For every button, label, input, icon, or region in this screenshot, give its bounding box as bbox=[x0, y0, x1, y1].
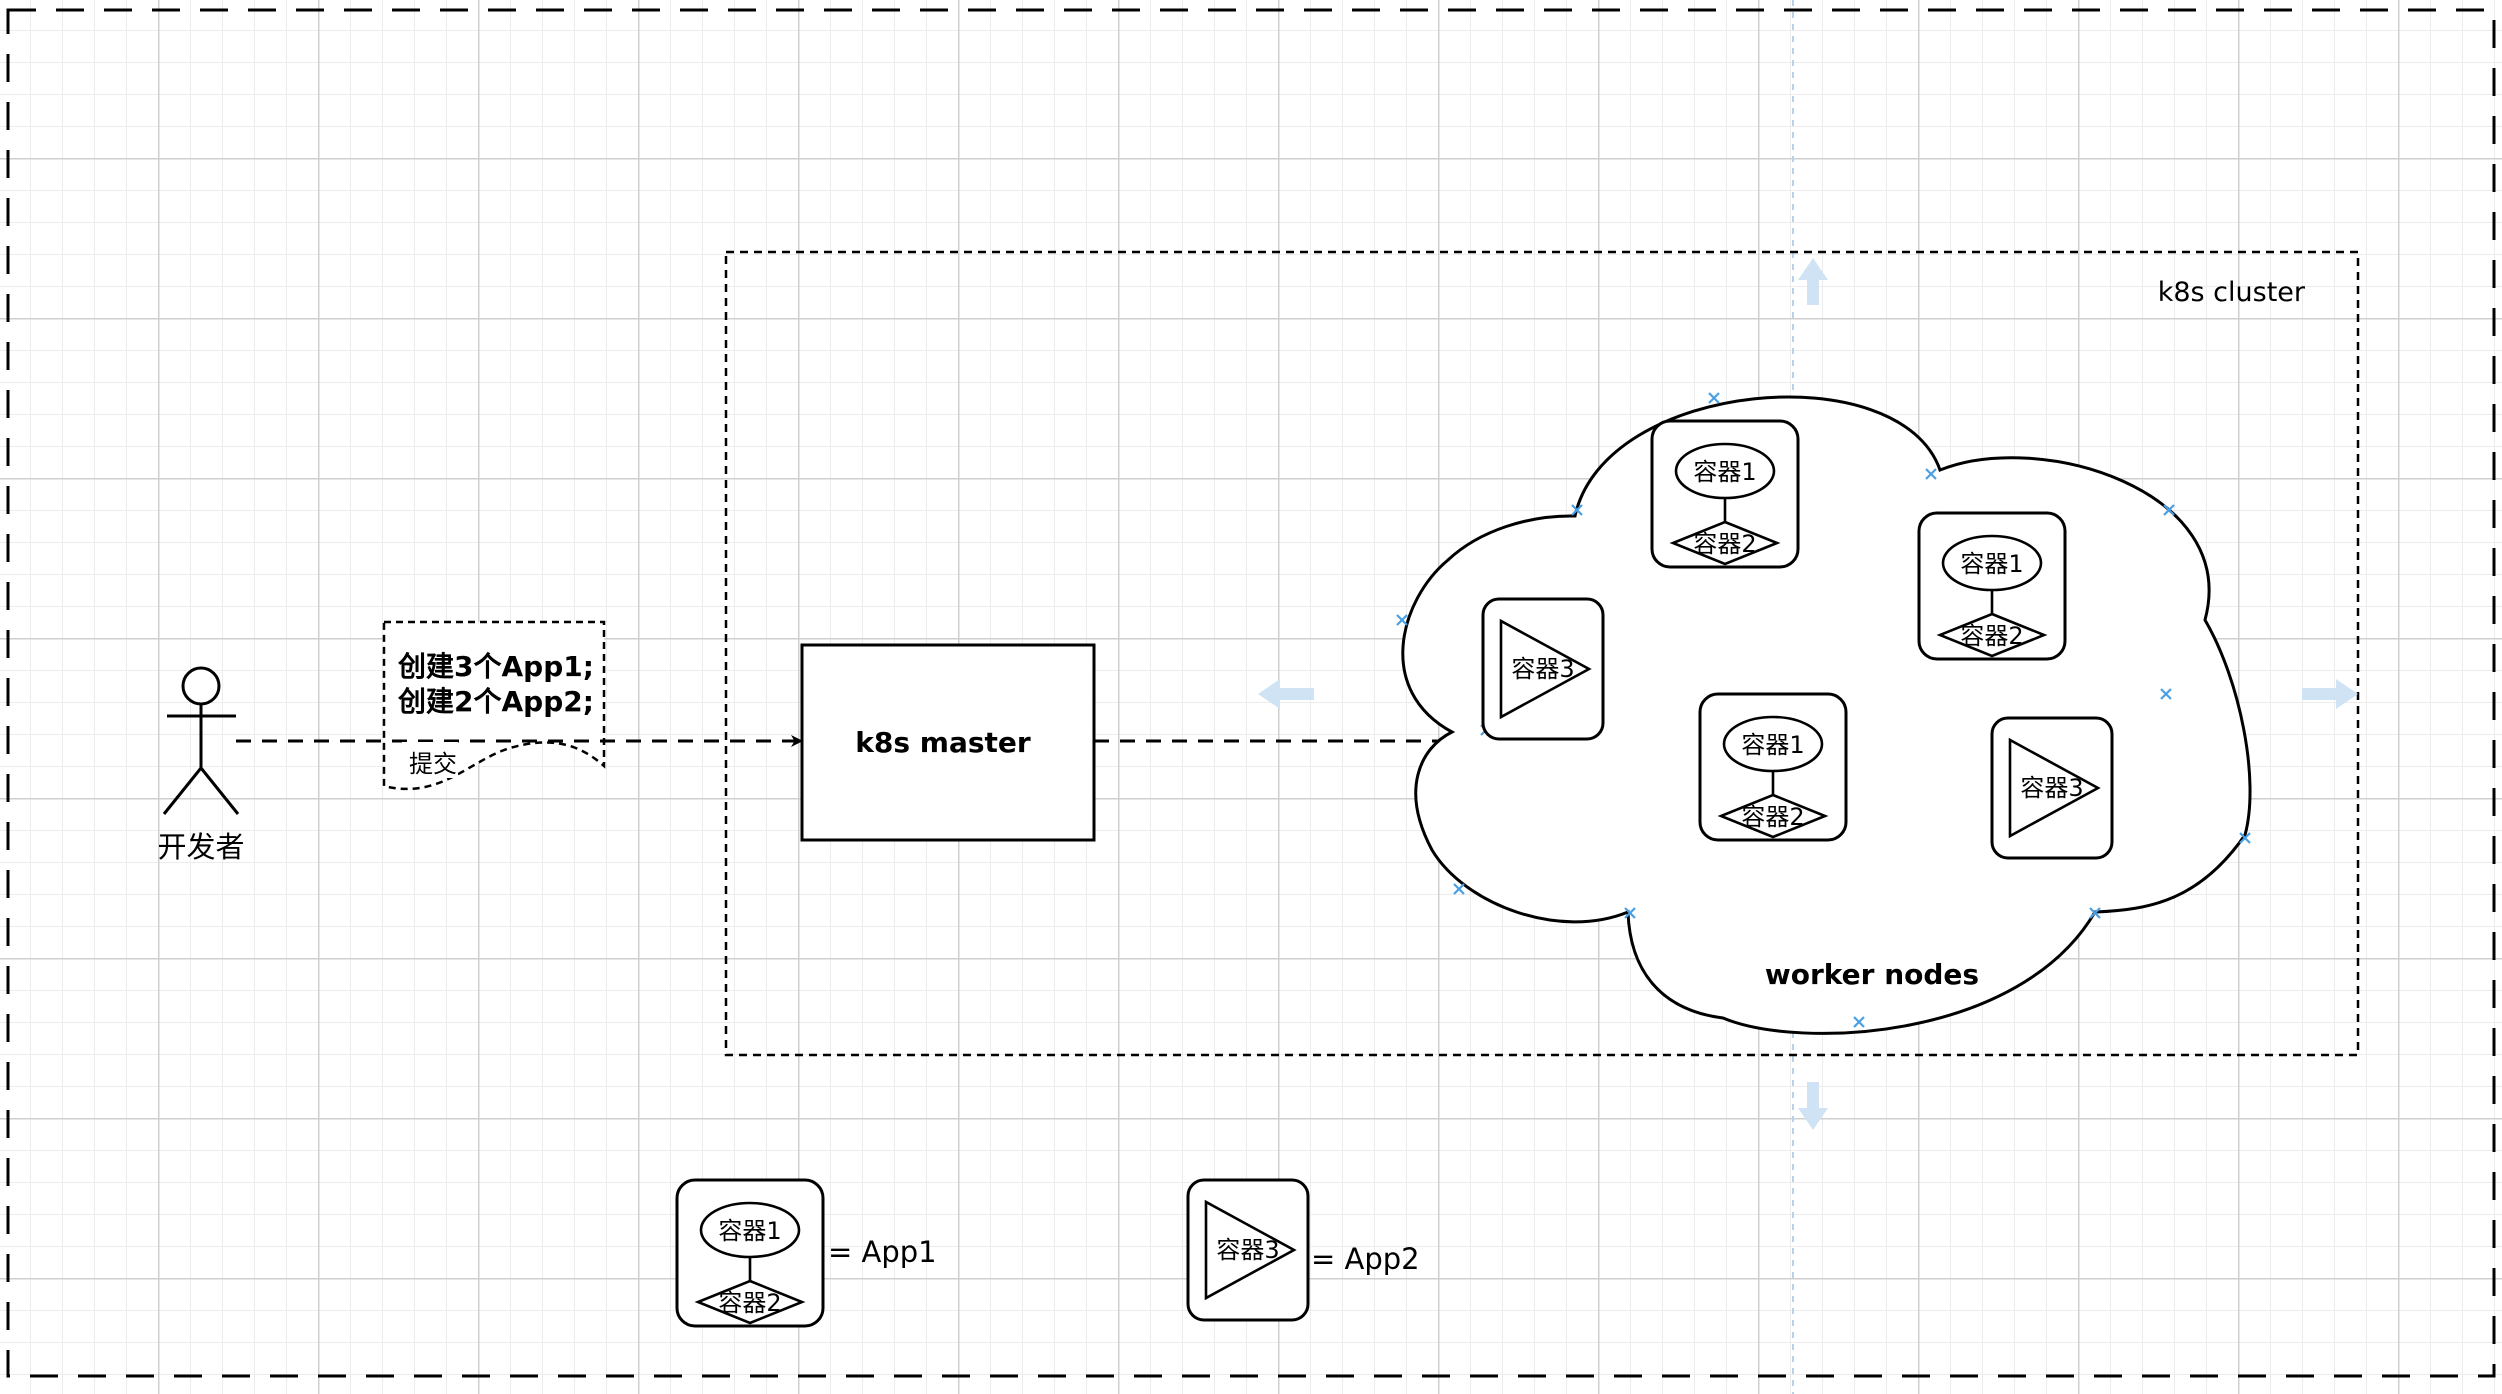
container1-label: 容器1 bbox=[1960, 550, 2023, 578]
outer-frame bbox=[6, 8, 2496, 1378]
container3-label: 容器3 bbox=[1216, 1236, 1279, 1264]
container1-label: 容器1 bbox=[1741, 731, 1804, 759]
legend-app2-label: = App2 bbox=[1311, 1242, 1420, 1276]
connector-hint-arrows bbox=[1258, 258, 2358, 1130]
submit-label: 提交 bbox=[409, 750, 457, 778]
app2-instance-1[interactable]: 容器3 bbox=[1481, 597, 1605, 741]
app1-instance-3[interactable]: 容器1 容器2 bbox=[1698, 692, 1848, 842]
worker-nodes-label: worker nodes bbox=[1765, 958, 1979, 991]
app1-instance-2[interactable]: 容器1 容器2 bbox=[1917, 511, 2067, 661]
k8s-master-label: k8s master bbox=[855, 726, 1031, 759]
container1-label: 容器1 bbox=[718, 1217, 781, 1245]
container3-label: 容器3 bbox=[2020, 774, 2083, 802]
legend-app1-label: = App1 bbox=[828, 1235, 937, 1269]
container3-label: 容器3 bbox=[1511, 655, 1574, 683]
cloud-selection-handles[interactable] bbox=[1396, 392, 2251, 1028]
container2-label: 容器2 bbox=[1693, 530, 1756, 558]
k8s-cluster-container[interactable] bbox=[724, 250, 2360, 1057]
submit-label-bg bbox=[402, 742, 458, 778]
legend-app1-icon[interactable]: 容器1 容器2 bbox=[675, 1178, 825, 1328]
developer-label: 开发者 bbox=[157, 830, 244, 864]
request-line-1: 创建3个App1; bbox=[397, 650, 594, 683]
container1-label: 容器1 bbox=[1693, 458, 1756, 486]
app2-instance-2[interactable]: 容器3 bbox=[1990, 716, 2114, 860]
developer-actor[interactable] bbox=[162, 666, 240, 815]
container2-label: 容器2 bbox=[1741, 803, 1804, 831]
container2-label: 容器2 bbox=[1960, 622, 2023, 650]
k8s-cluster-label: k8s cluster bbox=[2158, 277, 2306, 308]
container2-label: 容器2 bbox=[718, 1289, 781, 1317]
request-line-2: 创建2个App2; bbox=[397, 685, 594, 718]
app1-instance-1[interactable]: 容器1 容器2 bbox=[1650, 419, 1800, 569]
legend-app2-icon[interactable]: 容器3 bbox=[1186, 1178, 1310, 1322]
